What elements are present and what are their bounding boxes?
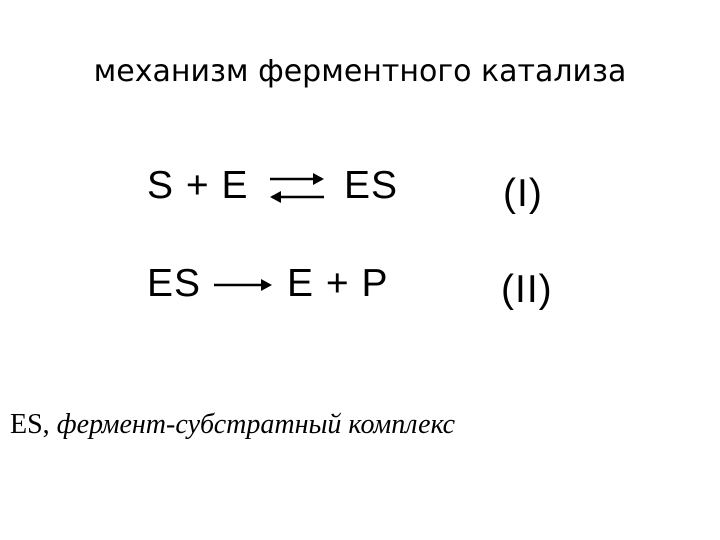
reaction-1-reactants: S + E xyxy=(147,164,249,207)
slide-title: механизм ферментного катализа xyxy=(93,54,627,89)
definition-text: фермент-субстратный комплекс xyxy=(56,409,456,440)
forward-arrow-icon xyxy=(214,279,272,291)
reaction-2-products: E + P xyxy=(287,262,389,305)
reaction-2-reactant: ES xyxy=(147,262,202,305)
definition-abbreviation: ES, xyxy=(10,409,50,440)
es-definition: ES, фермент-субстратный комплекс xyxy=(10,408,455,442)
equilibrium-arrows-icon xyxy=(270,173,324,203)
reaction-2-label: (II) xyxy=(501,268,553,311)
reaction-1-label: (I) xyxy=(503,172,543,215)
reaction-1-product: ES xyxy=(344,164,399,207)
